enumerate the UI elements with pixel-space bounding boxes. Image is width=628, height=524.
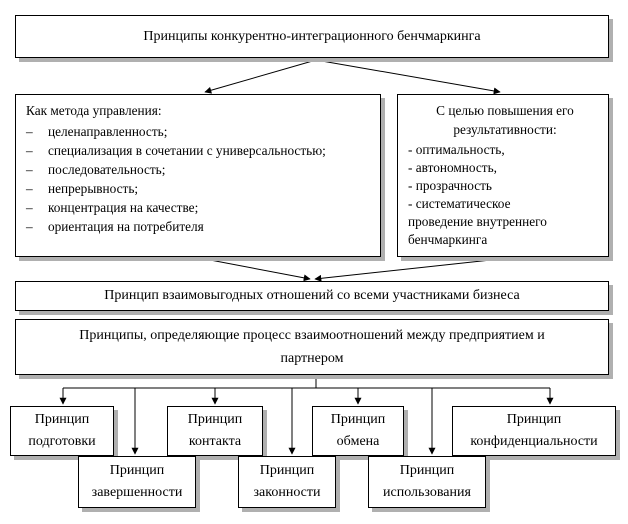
effectiveness-title: С целью повышения его результативности: — [436, 103, 574, 137]
principle-obmena-box: Принцип обмена — [312, 406, 404, 456]
effectiveness-list: - оптимальность, - автономность, - прозр… — [408, 141, 602, 249]
principle-ispolzovaniya-box: Принцип использования — [368, 456, 486, 508]
principle-zavershennosti-box: Принцип завершенности — [78, 456, 196, 508]
list-item: - автономность, — [408, 160, 498, 175]
principle-podgotovki-box: Принцип подготовки — [10, 406, 114, 456]
principle-zakonnosti-box: Принцип законности — [238, 456, 336, 508]
list-item: ориентация на потребителя — [26, 217, 374, 236]
mutual-benefit-text: Принцип взаимовыгодных отношений со всем… — [104, 288, 520, 303]
relationship-process-line1: Принципы, определяющие процесс взаимоотн… — [79, 328, 545, 343]
arrow-top-to-left — [204, 59, 317, 94]
arrow-left-to-mutual — [204, 258, 311, 282]
principles-top-text: Принципы конкурентно-интеграционного бен… — [143, 28, 481, 44]
list-item: проведение внутреннего — [408, 214, 547, 229]
management-method-title: Как метода управления: — [26, 103, 162, 118]
list-item: непрерывность; — [26, 179, 374, 198]
list-item: целенаправленность; — [26, 122, 374, 141]
effectiveness-box: С целью повышения его результативности: … — [397, 94, 609, 257]
relationship-process-line2: партнером — [280, 351, 344, 366]
list-item: - прозрачность — [408, 178, 492, 193]
relationship-process-box: Принципы, определяющие процесс взаимоотн… — [15, 319, 609, 375]
management-method-box: Как метода управления: целенаправленност… — [15, 94, 381, 257]
principle-kontakta-box: Принцип контакта — [167, 406, 263, 456]
list-item: последовательность; — [26, 160, 374, 179]
management-method-list: целенаправленность; специализация в соче… — [26, 122, 374, 236]
list-item: специализация в сочетании с универсально… — [26, 141, 374, 160]
principles-top-box: Принципы конкурентно-интеграционного бен… — [15, 15, 609, 58]
list-item: - систематическое — [408, 196, 511, 211]
principle-konfidentsialnosti-box: Принцип конфиденциальности — [452, 406, 616, 456]
arrow-top-to-right — [315, 59, 501, 95]
list-item: концентрация на качестве; — [26, 198, 374, 217]
mutual-benefit-box: Принцип взаимовыгодных отношений со всем… — [15, 281, 609, 311]
list-item: бенчмаркинга — [408, 232, 488, 247]
list-item: - оптимальность, — [408, 142, 505, 157]
arrow-right-to-mutual — [314, 258, 501, 282]
